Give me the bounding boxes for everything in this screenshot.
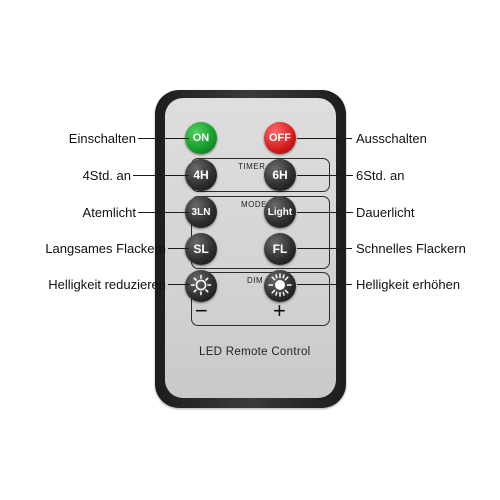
slow-flicker-button[interactable]: SL: [185, 233, 217, 265]
label-atemlicht: Atemlicht: [82, 205, 136, 220]
label-dauerlicht: Dauerlicht: [356, 205, 415, 220]
label-ausschalten: Ausschalten: [356, 131, 427, 146]
label-schnelles-flackern: Schnelles Flackern: [356, 241, 466, 256]
label-langsames-flackern: Langsames Flackern: [45, 241, 166, 256]
dim-up-button[interactable]: [264, 270, 296, 302]
label-6std-an: 6Std. an: [356, 168, 405, 183]
label-4std-an: 4Std. an: [82, 168, 131, 183]
mode-label: MODE: [241, 200, 267, 209]
timer-6h-button[interactable]: 6H: [264, 159, 296, 191]
steady-light-button[interactable]: Light: [264, 196, 296, 228]
sun-dim-icon: [190, 274, 212, 299]
brand-text: LED Remote Control: [199, 346, 311, 358]
off-button[interactable]: OFF: [264, 122, 296, 154]
leader-line: [168, 284, 189, 285]
leader-line: [297, 175, 353, 176]
leader-line: [138, 212, 189, 213]
label-helligkeit-reduzieren: Helligkeit reduzieren: [48, 277, 166, 292]
minus-sign: −: [195, 298, 208, 323]
plus-sign: +: [273, 298, 286, 323]
label-einschalten: Einschalten: [68, 131, 136, 146]
fast-flicker-button[interactable]: FL: [264, 233, 296, 265]
mode-panel: [191, 196, 330, 269]
dim-down-button[interactable]: [185, 270, 217, 302]
timer-label: TIMER: [238, 162, 266, 171]
leader-line: [297, 248, 352, 249]
leader-line: [133, 175, 189, 176]
sun-bright-icon: [268, 272, 292, 300]
leader-line: [297, 212, 353, 213]
leader-line: [138, 138, 189, 139]
dim-label: DIM: [247, 276, 264, 285]
label-helligkeit-erhoehen: Helligkeit erhöhen: [356, 277, 461, 292]
timer-4h-button[interactable]: 4H: [185, 159, 217, 191]
breathing-button[interactable]: 3LN: [185, 196, 217, 228]
leader-line: [297, 284, 352, 285]
leader-line: [168, 248, 189, 249]
on-button[interactable]: ON: [185, 122, 217, 154]
leader-line: [297, 138, 352, 139]
